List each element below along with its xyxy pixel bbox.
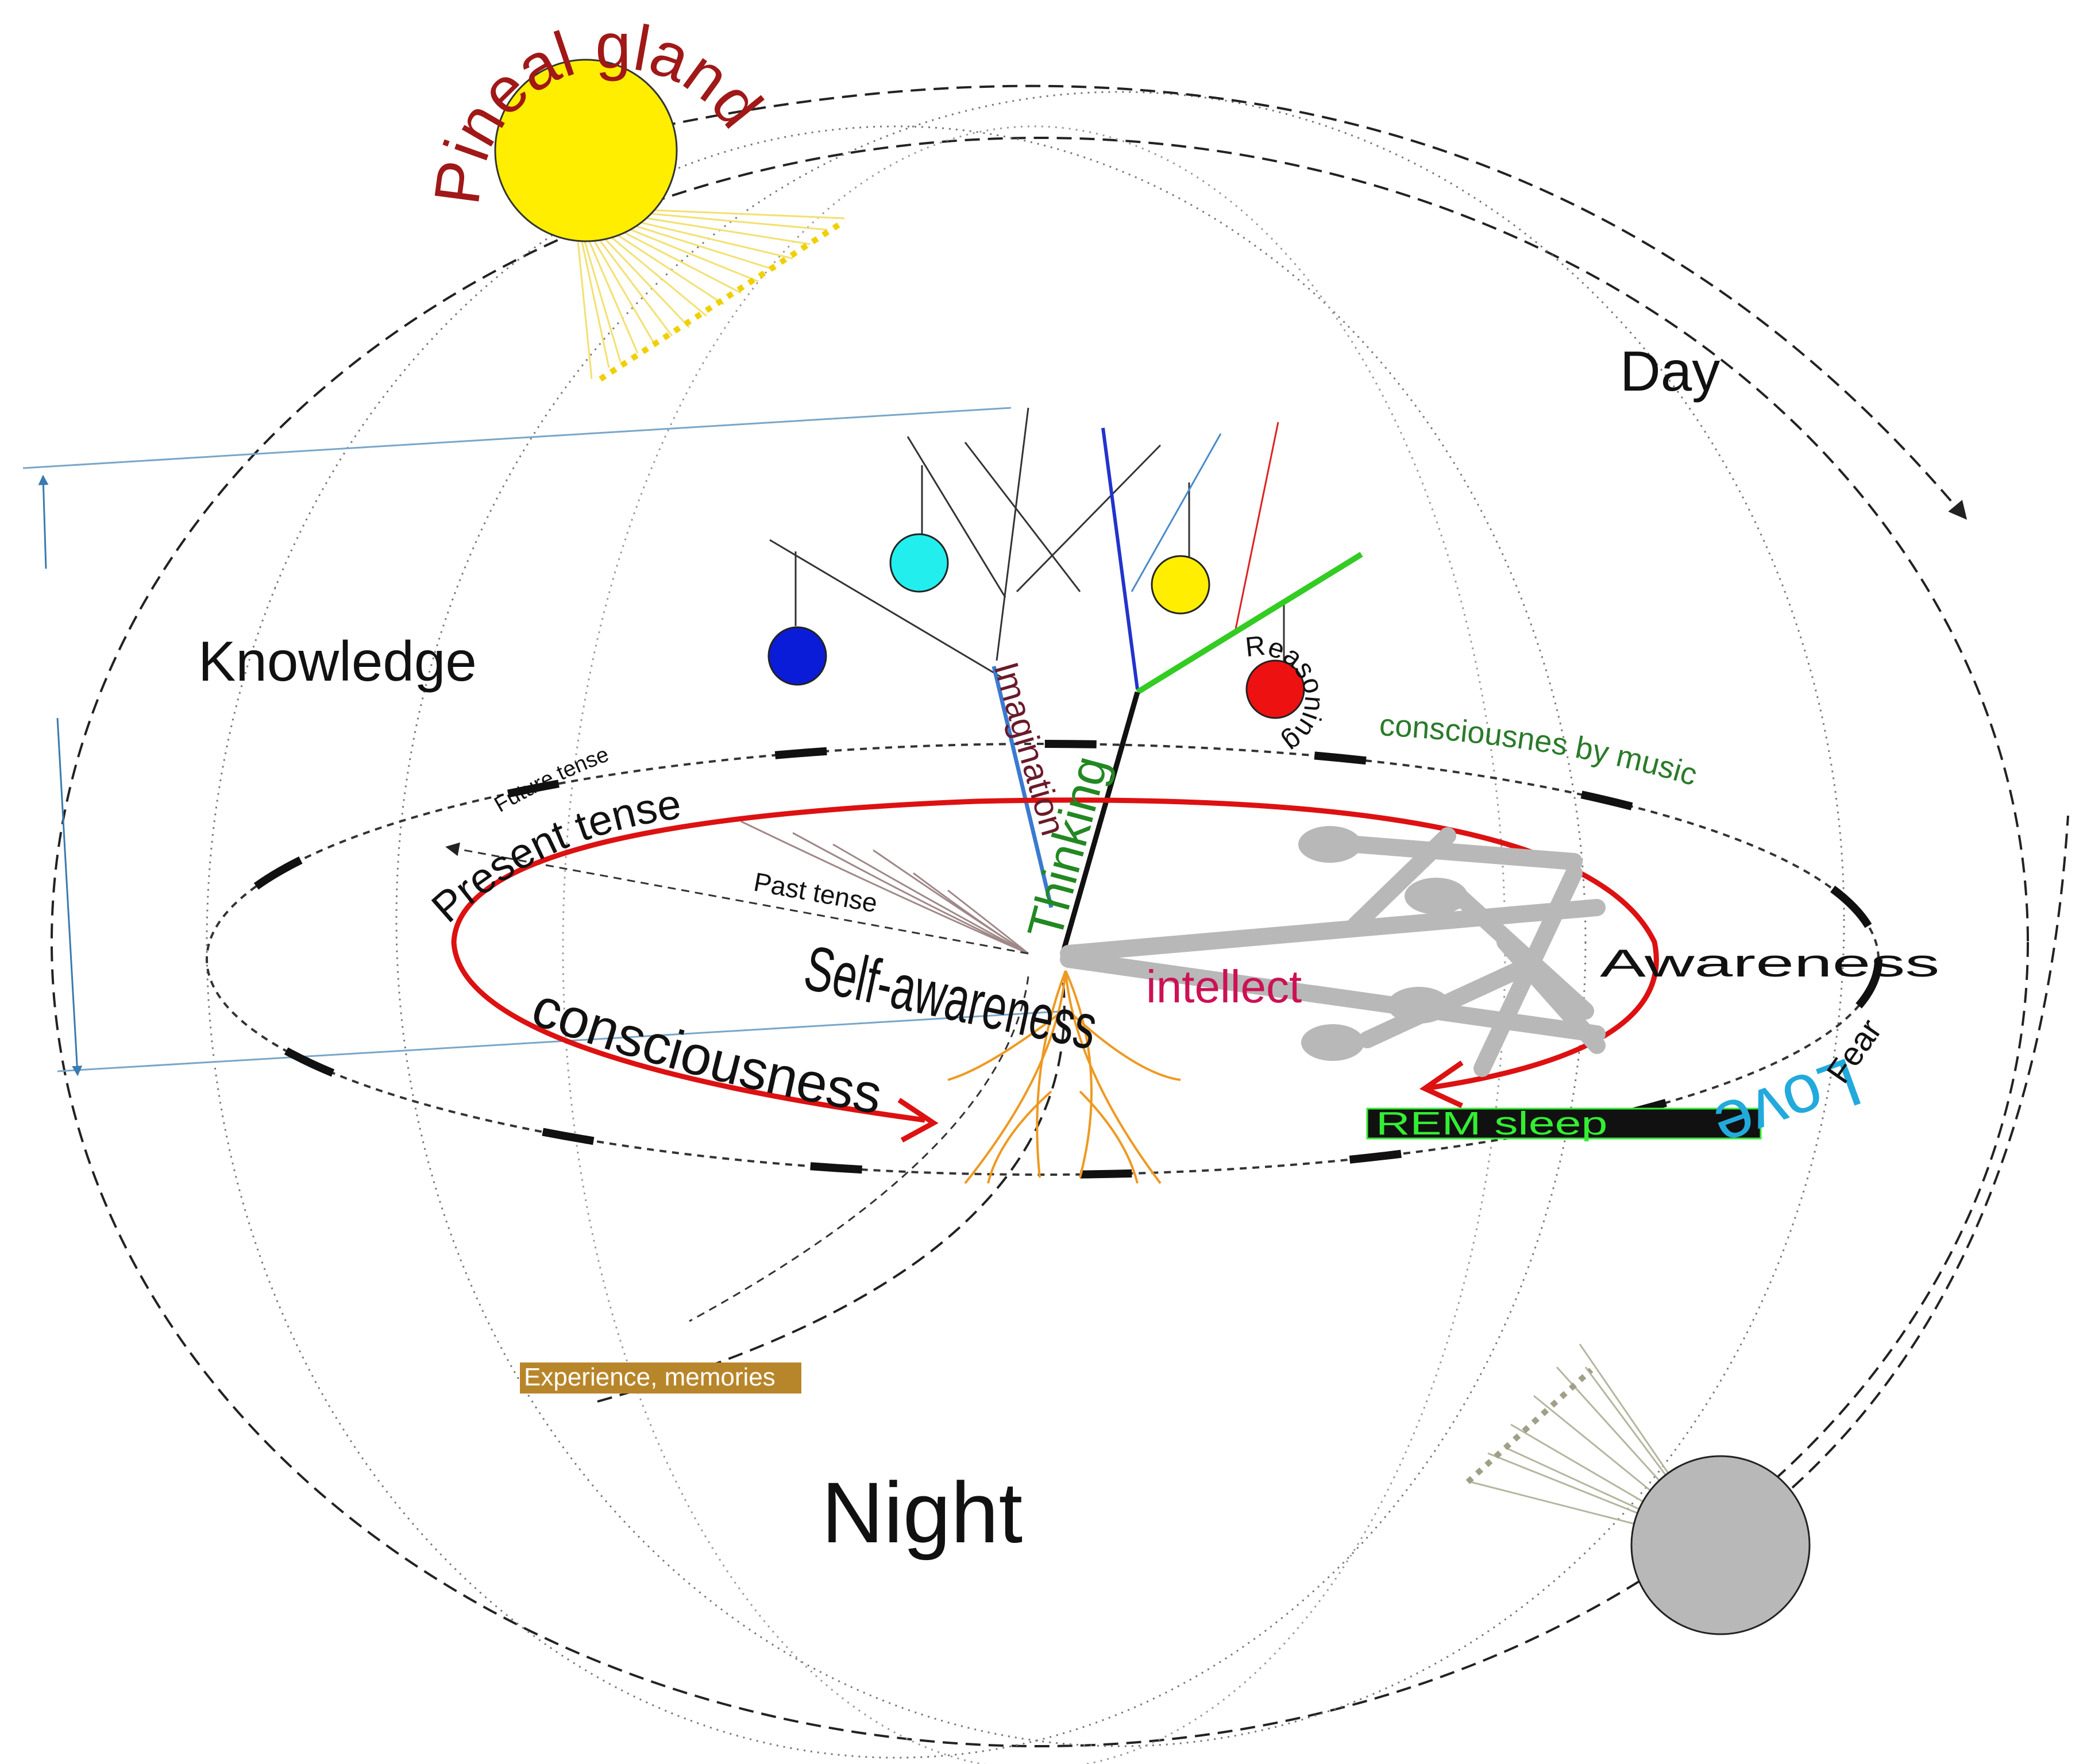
dimension-arrow-down <box>56 717 83 1076</box>
meridian-ring-inner <box>562 125 1506 1764</box>
rem-sleep-label: REM sleep <box>1376 1105 1607 1141</box>
present-tense-label: Present tense <box>422 779 684 931</box>
orbit-arc-right <box>1791 815 2069 1489</box>
orbit-arc-bottom <box>597 976 1066 1403</box>
experience-memories-box <box>520 1362 801 1394</box>
rem-sleep-box <box>1366 1107 1762 1140</box>
branch-green <box>1136 551 1363 695</box>
tree-roots <box>947 970 1181 1184</box>
trunk-blue <box>992 666 1054 908</box>
dimension-line-top <box>22 407 1012 469</box>
branch-lightblue <box>1131 433 1222 592</box>
orbit-ellipse-thick-dashes <box>203 740 1882 1179</box>
moon-icon <box>1630 1455 1811 1635</box>
yellow-ball-icon <box>1151 555 1210 615</box>
orbit-arc-top <box>660 84 1968 520</box>
meridian-ring-right <box>395 91 1845 1747</box>
past-tense-arrow <box>445 842 1029 955</box>
past-tense-label: Past tense <box>751 867 879 918</box>
sun-ray-front <box>599 218 846 382</box>
silhouettes <box>1060 826 1606 1077</box>
moon-ray-front <box>1465 1368 1594 1484</box>
outer-sphere <box>51 137 2029 1747</box>
knowledge-label: Knowledge <box>198 630 477 693</box>
cyan-ball-icon <box>889 533 949 593</box>
tree-branches <box>769 407 1285 679</box>
past-tense-return-arc <box>689 976 1029 1322</box>
branch-red <box>1234 422 1279 632</box>
meridian-ring-left <box>206 125 1587 1759</box>
rem-arrowhead <box>1419 1060 1464 1109</box>
red-ball-icon <box>1245 659 1305 719</box>
self-awareness-label: Self-awareness <box>798 932 1103 1063</box>
consciousness-loop <box>451 797 1659 1123</box>
consciousnes-by-music-label: consciousnes by music <box>1379 708 1702 792</box>
consciousness-arrowhead <box>897 1098 939 1142</box>
trunk-black <box>1060 691 1140 955</box>
blue-ball-icon <box>767 626 827 686</box>
past-tense-fan <box>740 820 1029 955</box>
intellect-label: intellect <box>1146 961 1302 1012</box>
sun-icon <box>494 59 678 242</box>
experience-memories-label: Experience, memories <box>524 1363 776 1391</box>
night-label: Night <box>821 1464 1023 1561</box>
branch-blue <box>1101 427 1139 690</box>
dimension-arrow-up <box>38 474 49 569</box>
awareness-label: Awareness <box>1600 941 1939 985</box>
day-label: Day <box>1620 339 1720 403</box>
